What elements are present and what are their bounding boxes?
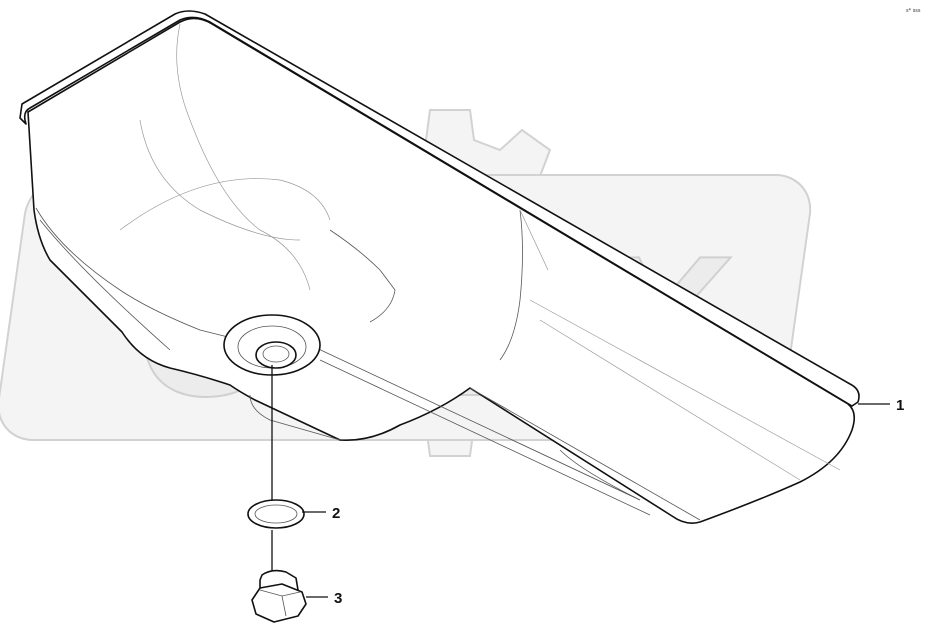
callout-1-label: 1 [896,397,904,414]
oil-pan-body [27,17,856,524]
callout-3-label: 3 [334,590,342,607]
callout-2-label: 2 [332,505,340,522]
drain-plug [251,569,307,623]
oil-pan [19,10,860,524]
sealing-ring [247,499,305,529]
corner-mark: s* sss [906,8,921,14]
